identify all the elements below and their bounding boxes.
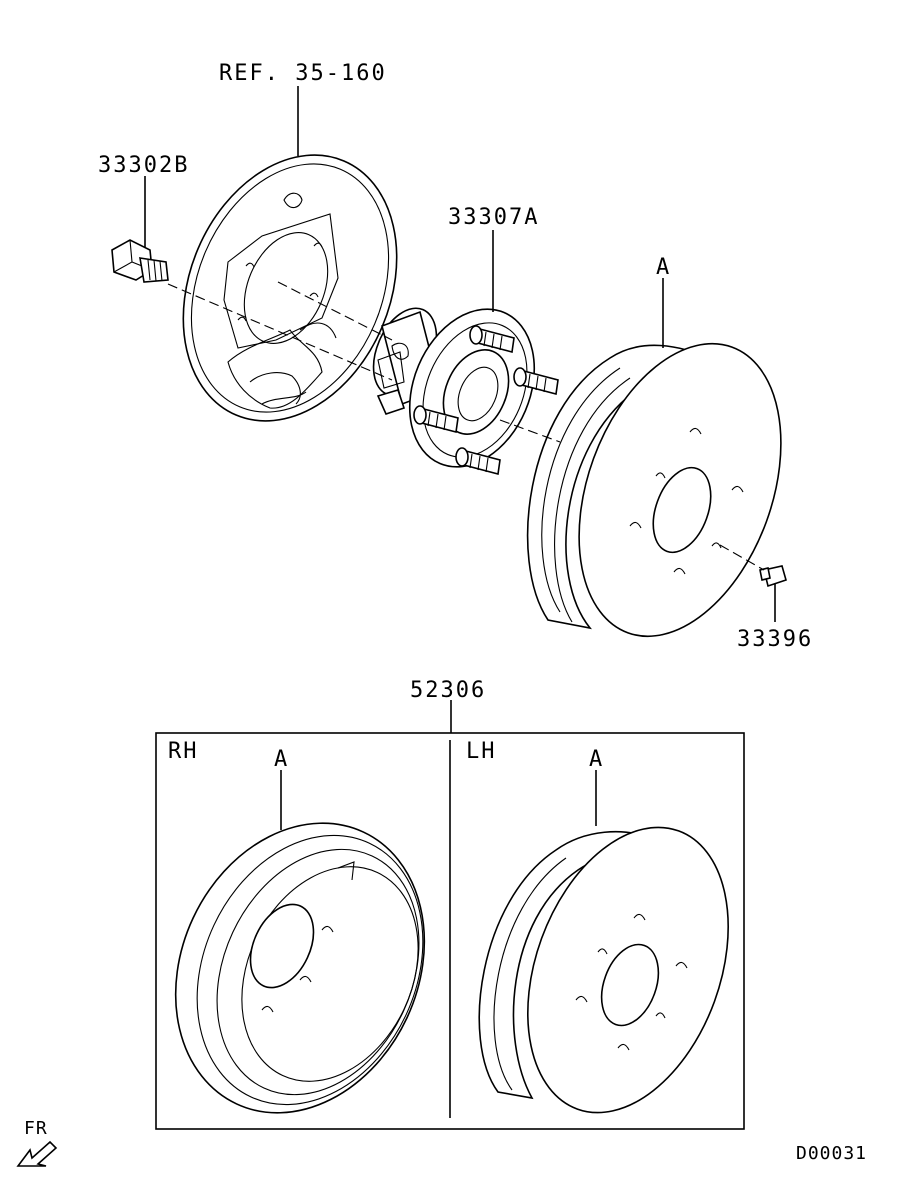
bolt-part-number: 33302B <box>98 153 189 178</box>
brake-drum-lh <box>478 826 729 1114</box>
front-direction-arrow-icon <box>16 1140 58 1167</box>
flange-bolt <box>111 239 169 283</box>
front-direction-label: FR <box>24 1118 48 1139</box>
drum-screw <box>759 565 787 588</box>
brake-drum-rh <box>174 822 426 1114</box>
backing-plate-ref-label: REF. 35-160 <box>219 61 387 86</box>
leader-lines <box>144 86 776 830</box>
rh-side-label: RH <box>168 739 199 764</box>
screw-part-number: 33396 <box>737 627 813 652</box>
rh-drum-ref-label: A <box>274 747 289 772</box>
assembly-lines <box>167 281 765 571</box>
hub-bearing-assembly <box>372 307 559 476</box>
drum-set-part-number: 52306 <box>410 678 486 703</box>
hub-part-number: 33307A <box>448 205 539 230</box>
lh-drum-ref-label: A <box>589 747 604 772</box>
diagram-code: D00031 <box>796 1143 867 1164</box>
drum-ref-label: A <box>656 255 671 280</box>
drum-kit-box <box>155 732 745 1130</box>
lh-side-label: LH <box>466 739 497 764</box>
brake-drum-upper <box>526 342 782 638</box>
